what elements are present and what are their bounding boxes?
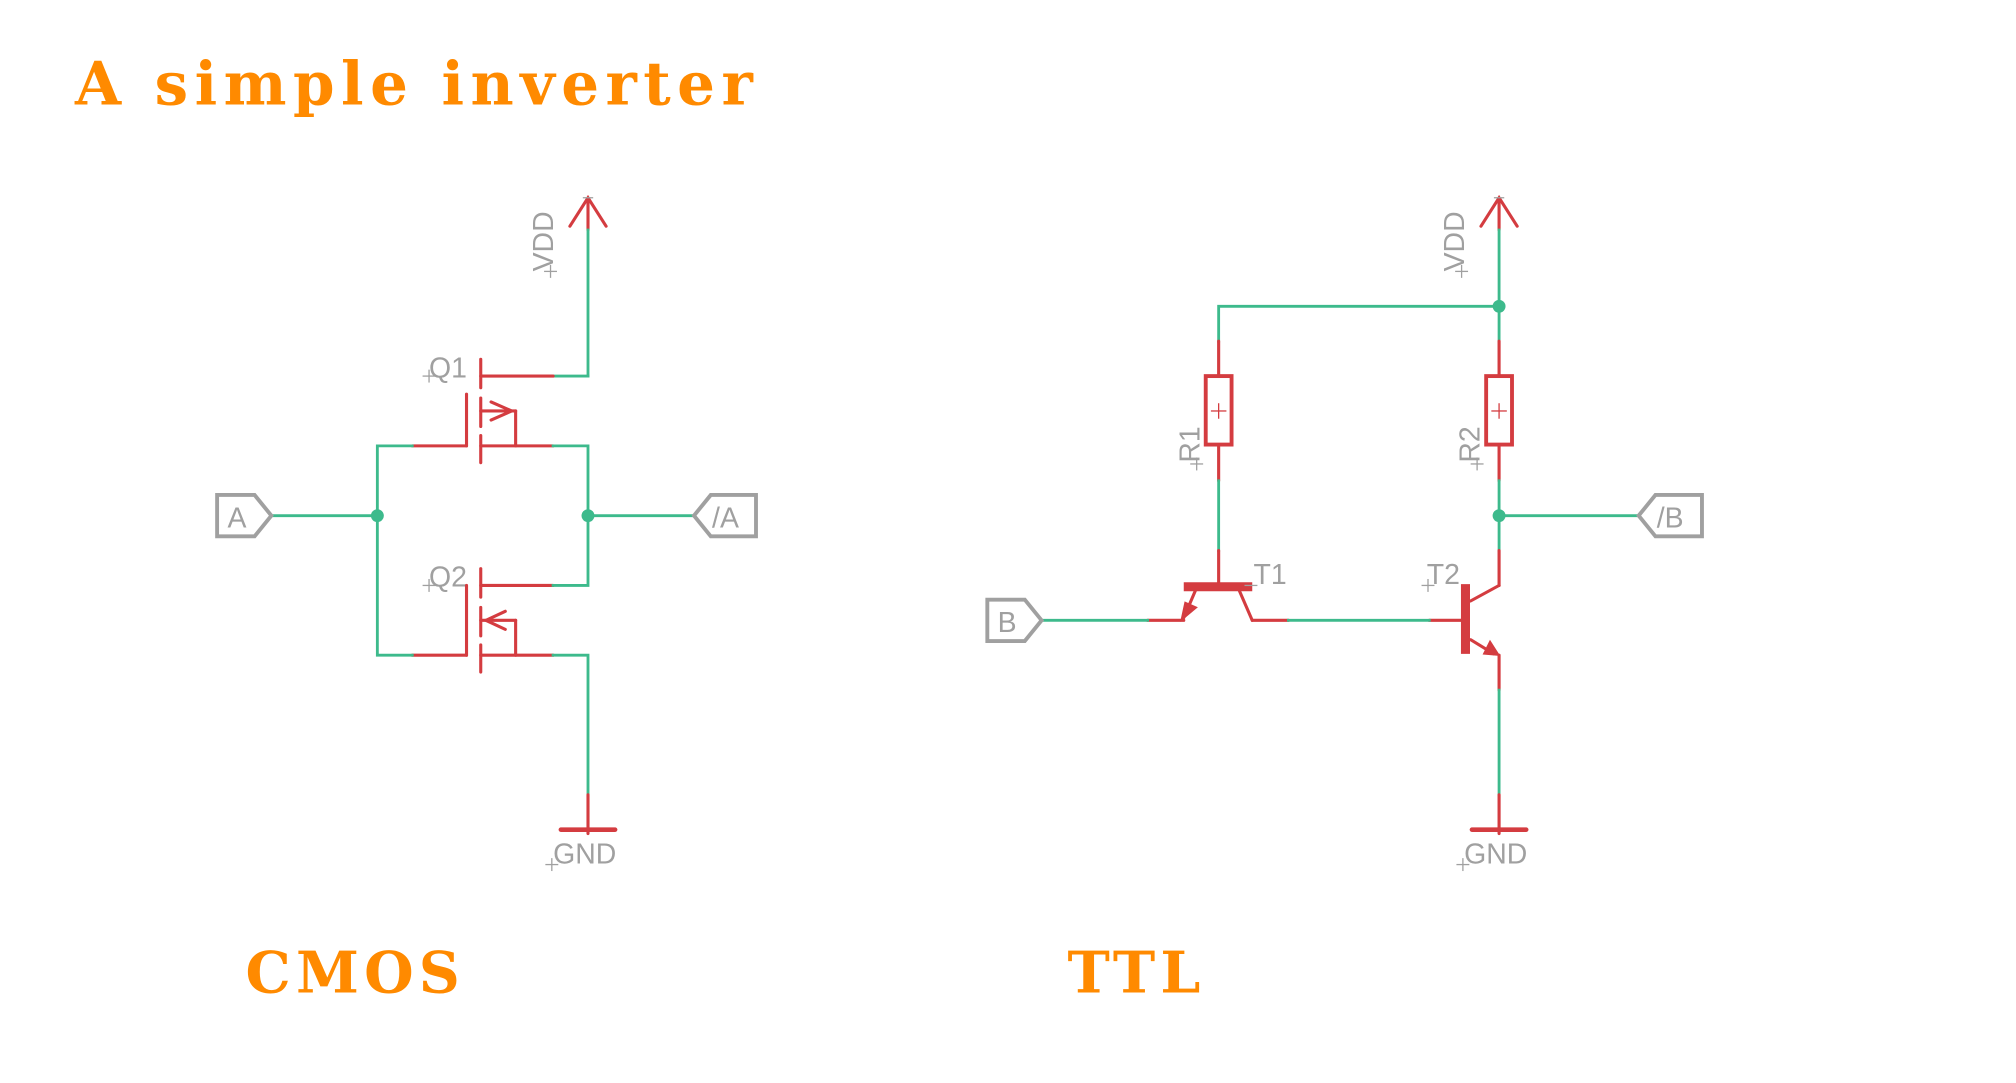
ttl-t1-npn: T1 (1146, 548, 1290, 623)
cmos-output-junction (581, 509, 595, 523)
ttl-output-port[interactable]: /B (1636, 493, 1704, 539)
cmos-output-port-label: /A (712, 502, 739, 534)
ttl-circuit: VDD R1 R2 (985, 194, 1704, 1007)
ttl-caption: TTL (1067, 941, 1205, 1007)
cmos-gnd-symbol: GND (545, 793, 618, 872)
cmos-input-port[interactable]: A (215, 493, 274, 539)
q2-label: Q2 (429, 562, 467, 594)
cmos-q2-nmos: Q2 (410, 562, 555, 674)
cmos-gnd-label: GND (553, 838, 616, 870)
q1-label: Q1 (429, 352, 467, 384)
ttl-gnd-label: GND (1464, 838, 1527, 870)
cmos-input-junction (370, 509, 384, 523)
ttl-r1-resistor: R1 (1174, 339, 1234, 483)
ttl-vdd-supply: VDD (1439, 194, 1519, 278)
ttl-output-port-label: /B (1657, 502, 1684, 534)
cmos-vdd-supply: VDD (528, 194, 608, 278)
ttl-input-port-label: B (998, 607, 1017, 639)
ttl-gnd-symbol: GND (1456, 793, 1529, 872)
ttl-t2-npn: T2 (1421, 548, 1501, 692)
page-title: A simple inverter (74, 50, 759, 120)
cmos-q1-pmos: Q1 (410, 352, 555, 465)
r1-label: R1 (1174, 426, 1206, 462)
cmos-output-port[interactable]: /A (691, 493, 758, 539)
ttl-r2-resistor: R2 (1455, 339, 1514, 483)
r2-label: R2 (1455, 426, 1487, 462)
ttl-input-port[interactable]: B (985, 597, 1045, 643)
cmos-caption: CMOS (246, 941, 465, 1007)
t2-label: T2 (1427, 559, 1460, 591)
ttl-output-junction (1492, 509, 1506, 523)
ttl-vdd-label: VDD (1439, 211, 1471, 271)
cmos-circuit: VDD Q1 Q2 (215, 194, 758, 1007)
ttl-vdd-junction (1492, 299, 1506, 313)
t1-label: T1 (1254, 559, 1287, 591)
cmos-vdd-label: VDD (528, 211, 560, 271)
cmos-input-port-label: A (227, 502, 246, 534)
